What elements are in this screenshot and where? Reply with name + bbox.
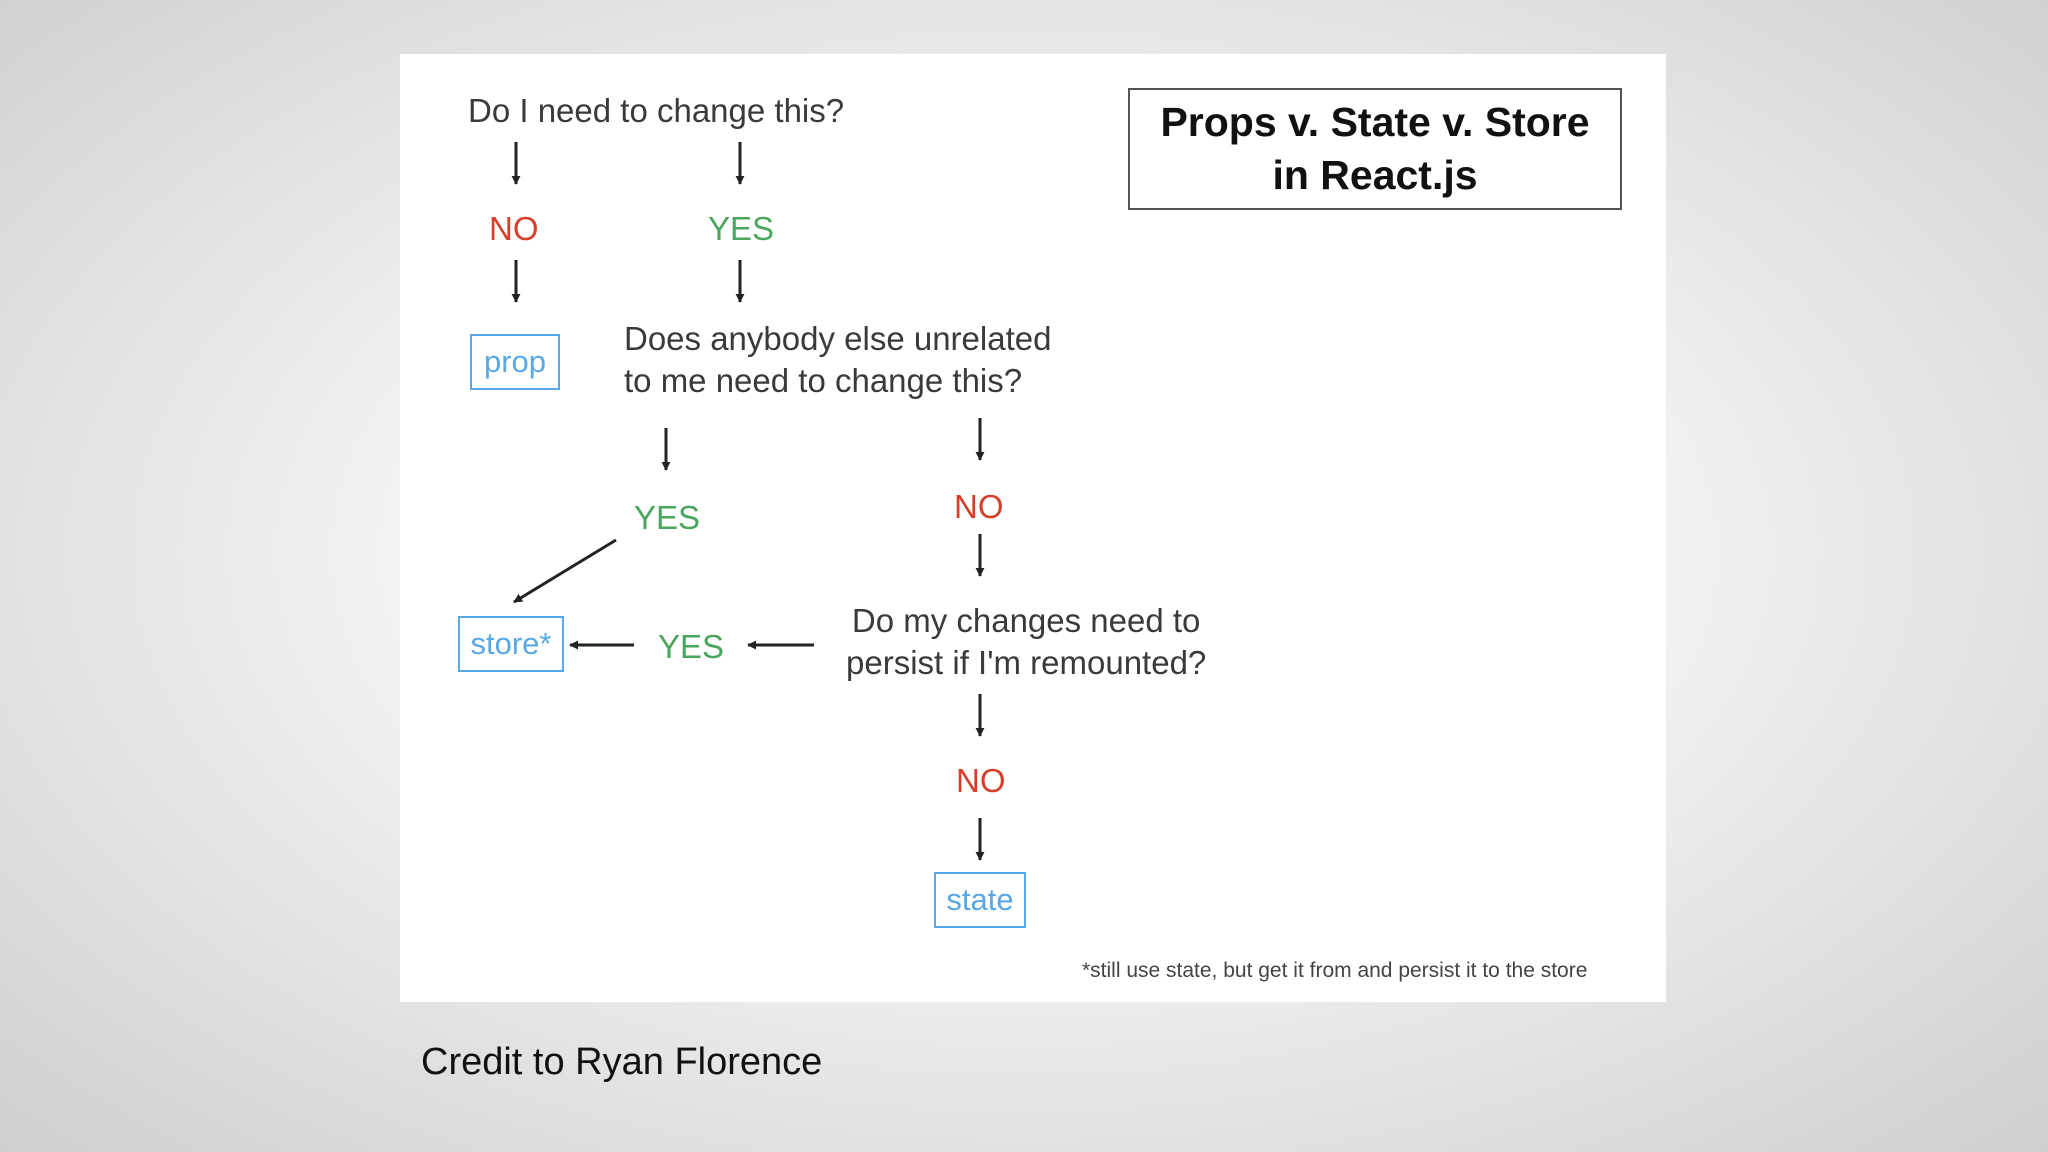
result-prop-box: prop: [470, 334, 560, 390]
footnote: *still use state, but get it from and pe…: [1082, 959, 1588, 982]
question-change-this: Do I need to change this?: [468, 92, 845, 129]
credit-caption: Credit to Ryan Florence: [421, 1041, 823, 1083]
answer-no-1: NO: [489, 210, 539, 247]
answer-no-3: NO: [956, 762, 1006, 799]
title-box: Props v. State v. Store in React.js: [1128, 88, 1622, 210]
diagram-title: Props v. State v. Store in React.js: [1160, 99, 1590, 198]
answer-yes-1: YES: [708, 210, 775, 247]
answer-yes-3: YES: [658, 628, 725, 665]
question-persist-remount: Do my changes need to persist if I'm rem…: [846, 602, 1207, 681]
question-unrelated-change: Does anybody else unrelated to me need t…: [624, 320, 1052, 399]
flowchart-arrows: [511, 142, 985, 861]
answer-yes-2: YES: [634, 499, 701, 536]
arrow-yes-to-store: [513, 538, 617, 604]
answer-no-2: NO: [954, 488, 1004, 525]
result-store-box: store*: [458, 616, 564, 672]
flowchart-panel: Props v. State v. Store in React.js Do I…: [400, 54, 1666, 1002]
result-state-box: state: [934, 872, 1026, 928]
